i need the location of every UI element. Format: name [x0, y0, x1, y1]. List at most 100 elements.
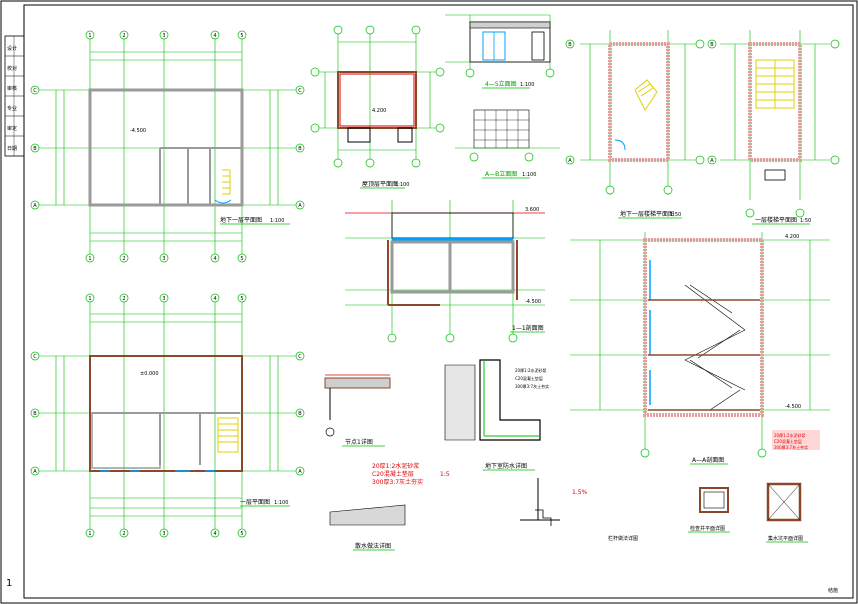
node-2-note: 20厚1:2水泥砂浆	[515, 367, 547, 373]
stair-plan-basement: 地下一层楼梯平面图 1:50	[580, 30, 700, 219]
node-3-red-note: 20厚1:2水泥砂浆	[372, 462, 419, 470]
stair-first-axis-bubbles	[707, 39, 840, 218]
title-block-cell-4: 专业	[7, 105, 17, 112]
section-a-a-title: A—A剖面图	[692, 456, 724, 464]
roof-axis-bubbles	[310, 25, 445, 168]
axis-label-C: C	[33, 88, 37, 94]
basement-plan: -4.500 地下一层平面图 1:100	[35, 38, 300, 255]
stair-axis-label: A	[568, 158, 572, 164]
node-1-title: 节点1详图	[345, 438, 373, 446]
node-2-detail: 20厚1:2水泥砂浆 C20混凝土垫层 300厚3:7灰土夯实 地下室防水详图	[444, 359, 549, 471]
axis-label-C: C	[298, 354, 302, 360]
first-plan-scale: 1:100	[274, 500, 288, 506]
node-2-note: C20混凝土垫层	[515, 375, 543, 381]
title-block-cell-3: 审核	[7, 85, 17, 92]
axis-label-B: B	[298, 411, 302, 417]
node-3-detail: 20厚1:2水泥砂浆 C20混凝土垫层 300厚3:7灰土夯实 1:5 散水做法…	[329, 462, 450, 551]
elevation-a-b-title: A—B立面图	[485, 170, 517, 178]
red-note-line: 300厚3:7灰土夯实	[774, 444, 808, 450]
axis-label-B: B	[298, 146, 302, 152]
axis-label-5: 5	[240, 531, 243, 537]
basement-axis-bubbles	[30, 30, 305, 263]
node-3-red-note: 300厚3:7灰土夯实	[372, 478, 423, 486]
section-a-a: 4.200 -4.500 A—A剖面图	[570, 232, 830, 465]
node-4-title: 栏杆做法详图	[608, 535, 638, 542]
sheet-inner-border	[23, 4, 854, 599]
axis-label-2: 2	[122, 33, 125, 39]
elevation-a-b-axis-bubbles	[469, 152, 534, 162]
node-6-title: 集水坑平面详图	[768, 535, 803, 542]
elevation-4-5: 4—5立面图 1:100	[445, 14, 551, 89]
red-note-line: C20混凝土垫层	[774, 438, 802, 444]
axis-label-4: 4	[213, 531, 216, 537]
section-1-1-level-2: -4.500	[525, 299, 541, 305]
axis-label-3: 3	[162, 256, 165, 262]
basement-plan-level: -4.500	[130, 128, 146, 134]
section-1-1-title: 1—1剖面图	[512, 324, 544, 332]
basement-plan-title: 地下一层平面图	[220, 216, 262, 224]
first-floor-axis-bubbles	[30, 293, 305, 538]
axis-label-3: 3	[162, 33, 165, 39]
axis-label-C: C	[298, 88, 302, 94]
elevation-4-5-title: 4—5立面图	[485, 80, 517, 88]
axis-label-4: 4	[213, 296, 216, 302]
title-block-cell-6: 日期	[7, 146, 17, 152]
node-3-slope: 1:5	[440, 471, 450, 478]
section-1-1: 3.600 -4.500 1—1剖面图	[345, 200, 545, 335]
red-notes-block: 20厚1:2水泥砂浆 C20混凝土垫层 300厚3:7灰土夯实	[772, 430, 820, 450]
first-floor-plan: ±0.000 一层平面图 1:100	[35, 298, 300, 530]
axis-label-4: 4	[213, 33, 216, 39]
roof-plan-level: 4.200	[372, 108, 386, 114]
axis-label-B: B	[33, 411, 37, 417]
node-4-detail: 1.5% 栏杆做法详图	[520, 478, 638, 542]
elevation-a-b: A—B立面图 1:100	[455, 109, 560, 179]
page-number: 1	[6, 578, 13, 589]
node-3-red-note: C20混凝土垫层	[372, 470, 414, 478]
axis-label-A: A	[33, 469, 37, 475]
axis-label-2: 2	[122, 531, 125, 537]
section-1-1-level: 3.600	[525, 207, 539, 213]
roof-plan-title: 屋顶层平面图	[362, 181, 398, 188]
title-block-cell-1: 设计	[7, 45, 17, 52]
axis-label-5: 5	[240, 33, 243, 39]
node-2-note: 300厚3:7灰土夯实	[515, 383, 549, 389]
stair-axis-label: B	[710, 42, 714, 48]
section-a-a-level-2: -4.500	[785, 404, 801, 410]
node-1-detail: 节点1详图	[324, 374, 391, 447]
elevation-a-b-scale: 1:100	[522, 172, 536, 178]
axis-label-1: 1	[88, 33, 91, 39]
axis-label-3: 3	[162, 296, 165, 302]
node-4-slope: 1.5%	[572, 489, 588, 496]
stair-basement-title: 地下一层楼梯平面图	[620, 210, 674, 218]
axis-label-3: 3	[162, 531, 165, 537]
node-2-title: 地下室防水详图	[485, 462, 527, 470]
title-block-strip: 设计 校对 审核 专业 审定 日期	[4, 35, 25, 157]
stair-first-scale: 1:50	[800, 218, 811, 224]
roof-plan-scale: 1:100	[395, 182, 409, 188]
elevation-4-5-axis-bubbles	[465, 68, 555, 78]
axis-label-A: A	[298, 469, 302, 475]
first-plan-title: 一层平面图	[240, 499, 270, 506]
stair-axis-label: A	[710, 158, 714, 164]
stair-basement-axis-bubbles	[565, 39, 705, 195]
title-block-cell-5: 审定	[7, 125, 17, 132]
elevation-4-5-scale: 1:100	[520, 82, 534, 88]
section-a-a-axis-bubbles	[640, 448, 767, 458]
axis-label-2: 2	[122, 256, 125, 262]
axis-label-5: 5	[240, 256, 243, 262]
stair-first-title: 一层楼梯平面图	[755, 216, 797, 224]
node-3-title: 散水做法详图	[355, 542, 391, 550]
section-a-a-level: 4.200	[785, 234, 799, 240]
axis-label-2: 2	[122, 296, 125, 302]
axis-label-A: A	[298, 203, 302, 209]
section-1-1-axis-bubbles	[387, 333, 518, 343]
roof-plan: 4.200 屋顶层平面图 1:100	[315, 30, 440, 189]
first-plan-level: ±0.000	[140, 371, 159, 377]
axis-label-1: 1	[88, 531, 91, 537]
node-5-title: 检查井平面详图	[690, 525, 725, 532]
node-5-detail: 检查井平面详图	[688, 487, 730, 533]
axis-label-A: A	[33, 203, 37, 209]
basement-plan-scale: 1:100	[270, 218, 284, 224]
axis-label-1: 1	[88, 296, 91, 302]
